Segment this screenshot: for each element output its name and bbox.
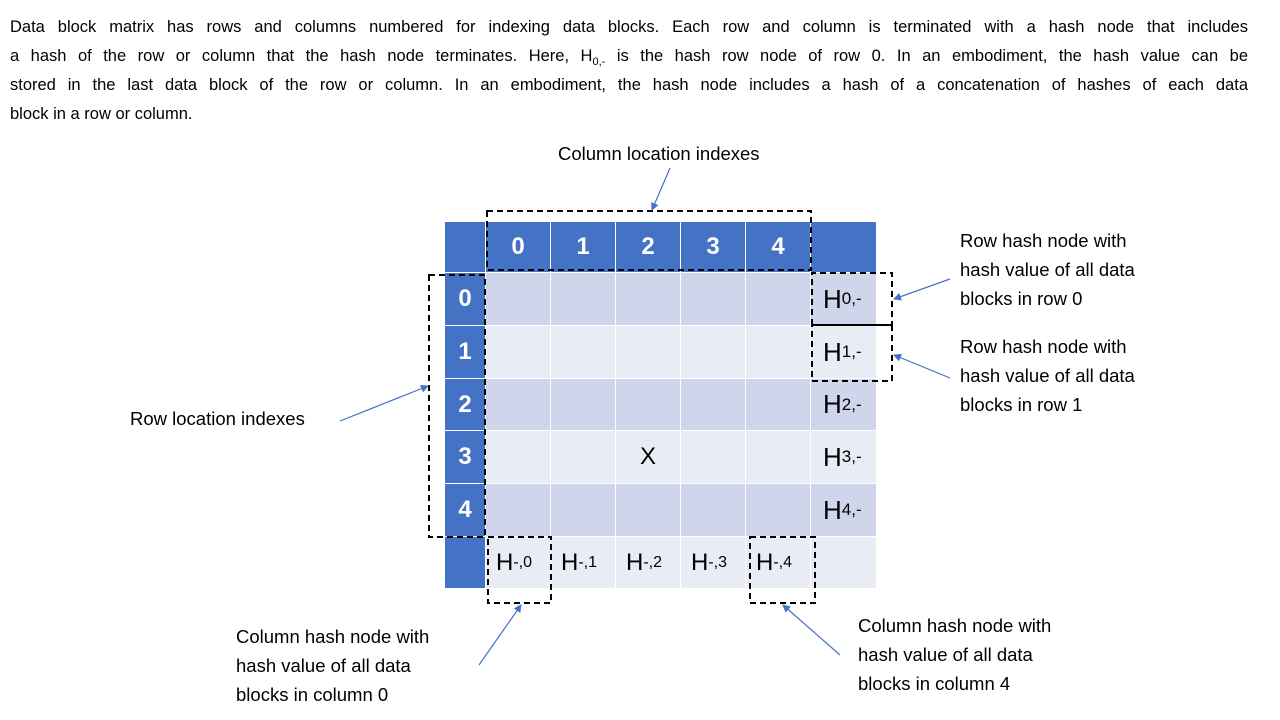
hash-main: H	[756, 548, 774, 576]
label-line: Column hash node with	[858, 615, 1052, 636]
data-block	[551, 273, 615, 325]
data-block	[486, 326, 550, 378]
data-block	[486, 379, 550, 430]
row-hash-1-label: Row hash node with hash value of all dat…	[960, 332, 1135, 419]
hash-main: H	[561, 548, 579, 576]
data-block	[681, 326, 745, 378]
column-hash-node: H-,2	[616, 537, 680, 588]
hash-main: H	[823, 494, 842, 525]
label-line: blocks in row 1	[960, 394, 1083, 415]
col-hash-4-dashed-box	[749, 536, 816, 604]
column-hash-node: H-,3	[681, 537, 745, 588]
data-block	[681, 484, 745, 536]
data-block	[681, 431, 745, 483]
paragraph-line: stored in the last data block of the row…	[10, 76, 1248, 94]
column-header: 1	[551, 222, 615, 272]
row-header: 0	[445, 273, 485, 325]
hash-main: H	[496, 548, 514, 576]
hash-main: H	[823, 389, 842, 419]
arrow	[651, 167, 671, 211]
data-block	[616, 273, 680, 325]
header-cell	[811, 222, 876, 272]
data-block	[746, 379, 810, 430]
row-hash-1-dashed-box	[811, 324, 893, 382]
paragraph-line: a hash of the row or column that the has…	[10, 42, 1248, 71]
label-line: Column hash node with	[236, 626, 430, 647]
hash-main: H	[691, 548, 709, 576]
row-header: 4	[445, 484, 485, 536]
col-hash-0-dashed-box	[487, 536, 552, 604]
row-hash-0-dashed-box	[811, 272, 893, 325]
label-line: blocks in column 4	[858, 673, 1011, 694]
column-header: 0	[486, 222, 550, 272]
arrow	[782, 604, 841, 656]
data-block	[746, 326, 810, 378]
corner-cell	[445, 537, 485, 588]
row-hash-0-label: Row hash node with hash value of all dat…	[960, 226, 1135, 313]
column-hash-node: H-,1	[551, 537, 615, 588]
data-block	[551, 326, 615, 378]
text: is the hash row node of row 0. In an emb…	[605, 47, 1248, 65]
data-block	[551, 431, 615, 483]
data-block	[746, 431, 810, 483]
label-line: blocks in column 0	[236, 684, 389, 705]
arrow	[478, 604, 522, 666]
arrow	[339, 384, 429, 422]
column-indexes-label: Column location indexes	[558, 143, 760, 164]
corner-cell	[445, 222, 485, 272]
description-paragraph: Data block matrix has rows and columns n…	[10, 13, 1248, 129]
arrow	[893, 353, 951, 379]
row-indexes-label: Row location indexes	[130, 408, 305, 429]
column-header: 2	[616, 222, 680, 272]
label-line: Row hash node with	[960, 336, 1127, 357]
marked-data-block: X	[616, 431, 680, 483]
row-header: 3	[445, 431, 485, 483]
data-block	[681, 273, 745, 325]
paragraph-line: Data block matrix has rows and columns n…	[10, 18, 1248, 36]
empty-cell	[811, 537, 876, 588]
label-line: Row hash node with	[960, 230, 1127, 251]
column-hash-node: H-,0	[486, 537, 550, 588]
data-block	[486, 484, 550, 536]
label-line: blocks in row 0	[960, 288, 1083, 309]
data-block	[551, 379, 615, 430]
column-indexes-dashed-box	[486, 210, 812, 271]
arrow	[893, 278, 951, 301]
paragraph-line: block in a row or column.	[10, 105, 193, 123]
hash-main: H	[626, 548, 644, 576]
hash-main: H	[823, 283, 842, 314]
data-block	[486, 273, 550, 325]
data-block	[616, 326, 680, 378]
label-line: hash value of all data	[858, 644, 1033, 665]
column-hash-node: H-,4	[746, 537, 810, 588]
label-line: hash value of all data	[960, 365, 1135, 386]
col-hash-4-label: Column hash node with hash value of all …	[858, 611, 1051, 698]
data-block	[681, 379, 745, 430]
column-header: 4	[746, 222, 810, 272]
row-header: 2	[445, 379, 485, 430]
label-line: hash value of all data	[960, 259, 1135, 280]
col-hash-0-label: Column hash node with hash value of all …	[236, 622, 429, 709]
hash-main: H	[823, 336, 842, 367]
data-block	[616, 484, 680, 536]
row-indexes-dashed-box	[428, 274, 486, 538]
data-block	[551, 484, 615, 536]
text: a hash of the row or column that the has…	[10, 47, 593, 65]
row-header: 1	[445, 326, 485, 378]
label-line: hash value of all data	[236, 655, 411, 676]
column-header: 3	[681, 222, 745, 272]
hash-main: H	[823, 441, 842, 472]
subscript: 0,-	[592, 56, 606, 68]
data-block	[616, 379, 680, 430]
data-block	[746, 273, 810, 325]
data-block	[746, 484, 810, 536]
data-block	[486, 431, 550, 483]
